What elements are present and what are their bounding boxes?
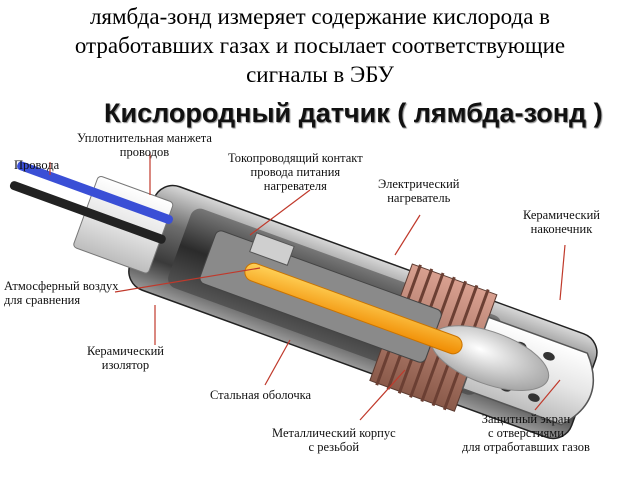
- label-insulator: Керамический изолятор: [87, 344, 164, 372]
- diagram-title: Кислородный датчик ( лямбда-зонд ): [104, 98, 603, 128]
- label-air: Атмосферный воздух для сравнения: [4, 279, 119, 307]
- leader-lines: [49, 152, 566, 421]
- wire-blue: [17, 161, 173, 224]
- label-tip: Керамический наконечник: [523, 208, 600, 236]
- label-body: Металлический корпус с резьбой: [272, 426, 396, 454]
- caption-line-3: сигналы в ЭБУ: [246, 62, 394, 87]
- label-heater: Электрический нагреватель: [378, 177, 460, 205]
- label-cuff: Уплотнительная манжета проводов: [77, 131, 212, 159]
- caption-line-2: отработавших газах и посылает соответств…: [74, 33, 566, 58]
- wire-black: [9, 181, 166, 244]
- label-shield: Защитный экран с отверстиями для отработ…: [462, 412, 590, 454]
- caption: лямбда-зонд измеряет содержание кислород…: [0, 2, 640, 89]
- label-shell: Стальная оболочка: [210, 388, 312, 402]
- caption-line-1: лямбда-зонд измеряет содержание кислород…: [89, 4, 551, 29]
- contact: [249, 232, 295, 266]
- label-contact: Токопроводящий контакт провода питания н…: [228, 151, 363, 193]
- label-wires: Провода: [14, 158, 60, 172]
- heater: [244, 262, 463, 355]
